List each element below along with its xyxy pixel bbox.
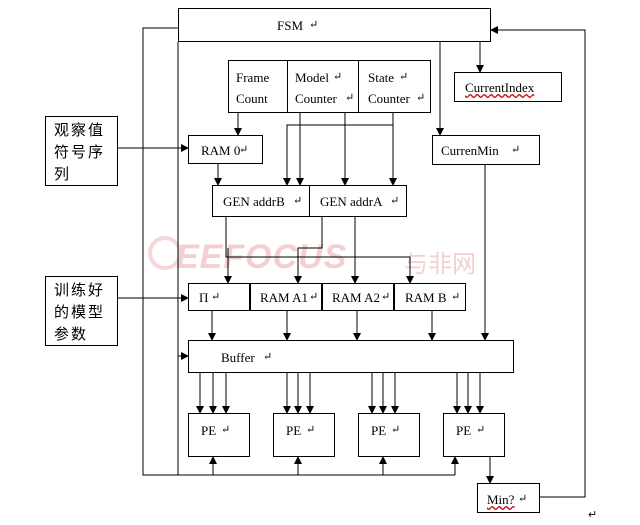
watermark-logo-icon	[148, 236, 182, 270]
model-return-mark-2: ↵	[345, 92, 355, 104]
ram-b-block: RAM B ↵	[394, 283, 466, 311]
model-counter-line1: Model	[295, 70, 329, 85]
pe2-return-mark: ↵	[306, 424, 316, 436]
gen-addrb-return-mark: ↵	[293, 195, 303, 207]
counters-block: Frame Count Model ↵ Counter ↵ State ↵ Co…	[228, 60, 431, 113]
ram0-label: RAM 0	[201, 143, 241, 158]
pe-block-1: PE ↵	[188, 413, 250, 457]
pi-block: Π ↵	[188, 283, 250, 311]
model-counter-line2: Counter	[295, 91, 337, 106]
current-index-label: CurrentIndex	[465, 80, 535, 95]
pe-label-4: PE	[456, 423, 472, 438]
state-return-mark-2: ↵	[416, 92, 426, 104]
pe-label-1: PE	[201, 423, 217, 438]
watermark-brand-cn: 与非网	[404, 250, 476, 278]
gen-addra-block: GEN addrA ↵	[309, 185, 407, 217]
min-feedback	[490, 26, 586, 498]
frame-count-cell: Frame Count	[228, 60, 288, 113]
currenmin-return-mark: ↵	[511, 144, 521, 156]
min-block: Min? ↵	[477, 483, 540, 513]
pe-label-3: PE	[371, 423, 387, 438]
fsm-block: FSM ↵	[178, 8, 491, 42]
model-counter-cell: Model ↵ Counter ↵	[287, 60, 359, 113]
model-return-mark: ↵	[333, 71, 343, 83]
pi-label: Π	[199, 290, 209, 305]
gen-addrb-label: GEN addrB	[223, 194, 285, 209]
ram0-block: RAM 0 ↵	[188, 135, 263, 164]
genb-to-ramb	[225, 217, 414, 284]
state-return-mark: ↵	[399, 71, 409, 83]
state-counter-line2: Counter	[368, 91, 410, 106]
currenmin-label: CurrenMin	[441, 143, 499, 158]
pi-return-mark: ↵	[211, 291, 221, 303]
gen-addra-return-mark: ↵	[390, 195, 400, 207]
frame-count-line1: Frame	[236, 70, 270, 85]
gen-addra-label: GEN addrA	[320, 194, 383, 209]
state-to-genb	[283, 124, 393, 186]
fsm-return-mark: ↵	[309, 19, 319, 31]
gena-to-rama1	[294, 217, 323, 284]
ram-a1-block: RAM A1 ↵	[250, 283, 322, 311]
state-counter-line1: State	[368, 70, 394, 85]
buffer-label: Buffer	[221, 350, 255, 365]
gen-addrb-block: GEN addrB ↵	[212, 185, 310, 217]
state-counter-cell: State ↵ Counter ↵	[359, 61, 431, 113]
min-label: Min?	[487, 492, 515, 507]
buffer-block: Buffer ↵	[188, 340, 514, 373]
pe-block-2: PE ↵	[273, 413, 335, 457]
ram-a1-label: RAM A1	[260, 290, 309, 305]
observation-sequence-label: 观察值符号序列	[54, 121, 106, 183]
fsm-feedback-left	[142, 27, 178, 476]
ram-a2-return-mark: ↵	[381, 291, 391, 303]
buffer-return-mark: ↵	[263, 351, 273, 363]
observation-sequence-block: 观察值符号序列	[45, 116, 118, 186]
ram-b-return-mark: ↵	[451, 291, 461, 303]
pe-block-4: PE ↵	[443, 413, 505, 457]
pe3-return-mark: ↵	[391, 424, 401, 436]
pe-label-2: PE	[286, 423, 302, 438]
currenmin-block: CurrenMin ↵	[432, 135, 540, 165]
frame-count-line2: Count	[236, 91, 268, 106]
trailing-return-mark: ↵	[588, 509, 598, 521]
ram-a1-return-mark: ↵	[309, 291, 319, 303]
pe1-return-mark: ↵	[221, 424, 231, 436]
ram-a2-block: RAM A2 ↵	[322, 283, 394, 311]
fsm-label: FSM	[277, 18, 304, 33]
pe4-return-mark: ↵	[476, 424, 486, 436]
ram-a2-label: RAM A2	[332, 290, 381, 305]
pe-block-3: PE ↵	[358, 413, 420, 457]
trained-model-params-block: 训练好的模型参数	[45, 276, 118, 346]
ram-b-label: RAM B	[405, 290, 447, 305]
min-return-mark: ↵	[518, 493, 528, 505]
ram0-return-mark: ↵	[239, 144, 249, 156]
trained-model-params-label: 训练好的模型参数	[54, 281, 106, 343]
current-index-block: CurrentIndex	[454, 72, 562, 102]
